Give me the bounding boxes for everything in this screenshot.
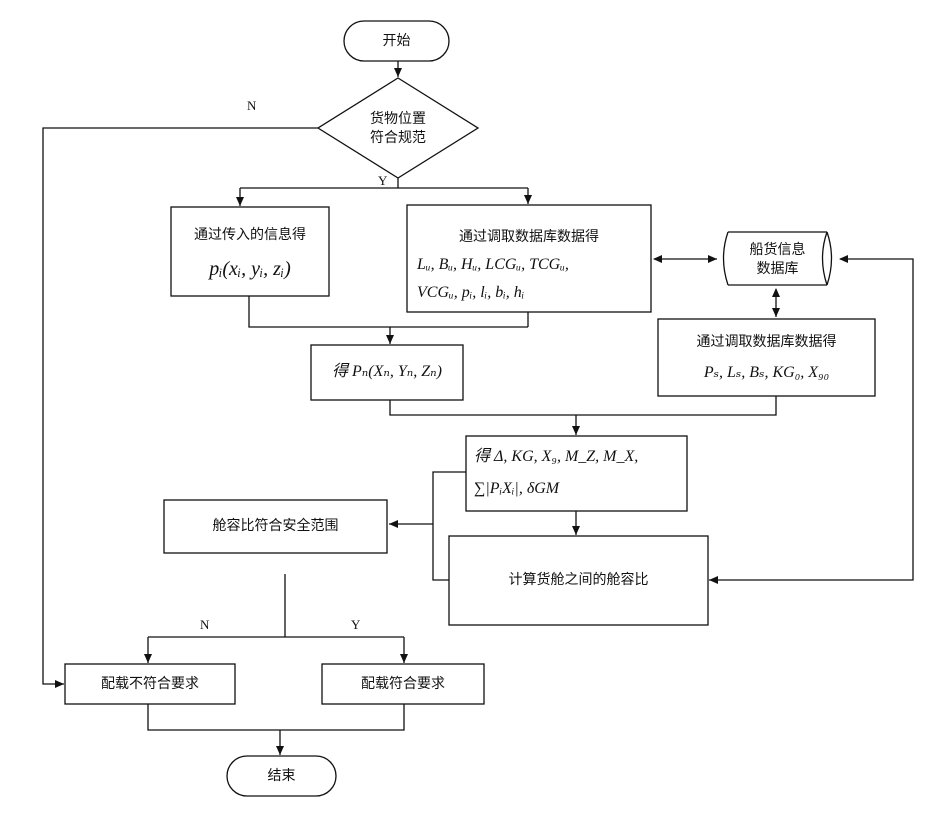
compute-params-line1: 得 Δ, KG, X₉, M_Z, M_X,	[474, 448, 638, 466]
database-label-line1: 船货信息	[728, 241, 827, 259]
db-fetch-2-title: 通过调取数据库数据得	[658, 333, 875, 351]
branch-y-bottom: Y	[351, 616, 360, 634]
ratio-safe-label: 舱容比符合安全范围	[164, 517, 387, 535]
decision-diamond	[318, 78, 478, 178]
db-fetch-2-formula: Pₛ, Lₛ, Bₛ, KG₀, X₉₀	[658, 364, 875, 382]
end-label: 结束	[227, 767, 336, 785]
db-fetch-1-line1: Lᵤ, Bᵤ, Hᵤ, LCGᵤ, TCGᵤ,	[417, 256, 569, 274]
db-fetch-1-line2: VCGᵤ, pᵢ, lᵢ, bᵢ, hᵢ	[417, 284, 524, 302]
db-fetch-1-title: 通过调取数据库数据得	[407, 228, 651, 246]
branch-y-top: Y	[378, 172, 387, 190]
decision-label-line2: 符合规范	[348, 129, 448, 147]
db-fetch-box-2	[658, 319, 875, 396]
input-info-formula: pᵢ(xᵢ, yᵢ, zᵢ)	[171, 260, 329, 278]
database-label-line2: 数据库	[728, 260, 827, 278]
get-pn-label: 得 Pₙ(Xₙ, Yₙ, Zₙ)	[311, 363, 463, 381]
input-info-box	[171, 207, 329, 296]
branch-n-top: N	[247, 97, 256, 115]
compute-params-line2: ∑|PᵢXᵢ|, δGM	[474, 480, 559, 498]
branch-n-bottom: N	[200, 616, 209, 634]
input-info-title: 通过传入的信息得	[171, 226, 329, 244]
fail-label: 配载不符合要求	[65, 675, 235, 693]
decision-label-line1: 货物位置	[348, 110, 448, 128]
start-label: 开始	[344, 32, 449, 50]
pass-label: 配载符合要求	[322, 675, 484, 693]
compute-ratio-label: 计算货舱之间的舱容比	[449, 571, 708, 589]
